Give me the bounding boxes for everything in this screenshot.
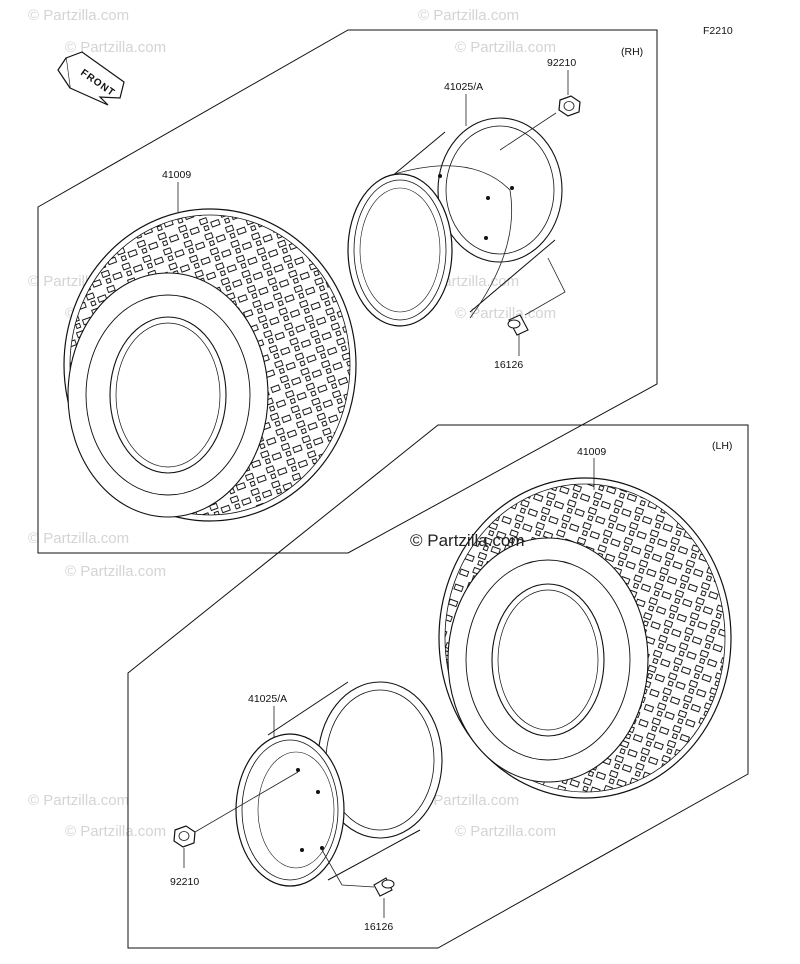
watermark-text: © Partzilla.com xyxy=(455,823,556,840)
leader-line xyxy=(321,849,375,888)
leader-line xyxy=(499,112,557,151)
rh-nut-92210 xyxy=(558,95,581,117)
lh-valve-16126 xyxy=(373,877,395,897)
rh-group: (RH) 41009 41025/A xyxy=(37,29,658,554)
rh-nut-part-number: 92210 xyxy=(547,57,576,69)
lh-nut-92210 xyxy=(173,825,196,848)
rh-valve-part-number: 16126 xyxy=(494,359,523,371)
lh-wheel-41025a xyxy=(235,681,443,887)
rh-side-label: (RH) xyxy=(621,46,643,58)
figure-code: F2210 xyxy=(703,25,733,37)
lh-nut-part-number: 92210 xyxy=(170,876,199,888)
watermark-text: © Partzilla.com xyxy=(455,39,556,56)
lh-side-label: (LH) xyxy=(712,440,732,452)
rh-wheel-part-number: 41025/A xyxy=(444,81,483,93)
rh-wheel-41025a xyxy=(347,117,563,327)
rh-group-frame xyxy=(37,29,658,554)
watermark-text: © Partzilla.com xyxy=(28,792,129,809)
leader-line xyxy=(524,257,566,316)
leader-line xyxy=(194,771,299,833)
watermark-text: © Partzilla.com xyxy=(28,7,129,24)
watermark-text: © Partzilla.com xyxy=(65,563,166,580)
watermark-text: © Partzilla.com xyxy=(418,7,519,24)
lh-group: (LH) 41009 © Partzilla.com 4 xyxy=(127,424,749,949)
rh-tire-41009 xyxy=(63,208,357,522)
watermark-text: © Partzilla.com xyxy=(65,823,166,840)
rh-valve-16126 xyxy=(507,314,529,336)
watermark-text: © Partzilla.com xyxy=(455,305,556,322)
watermark-text: © Partzilla.com xyxy=(418,792,519,809)
lh-tire-part-number: 41009 xyxy=(577,446,606,458)
copyright-watermark: © Partzilla.com xyxy=(410,531,525,550)
lh-tire-41009 xyxy=(438,477,732,799)
lh-wheel-part-number: 41025/A xyxy=(248,693,287,705)
watermark-text: © Partzilla.com xyxy=(28,530,129,547)
front-arrow-icon: FRONT xyxy=(57,51,125,106)
lh-group-frame xyxy=(127,424,749,949)
rh-tire-part-number: 41009 xyxy=(162,169,191,181)
lh-valve-part-number: 16126 xyxy=(364,921,393,933)
watermark-text: © Partzilla.com xyxy=(65,39,166,56)
